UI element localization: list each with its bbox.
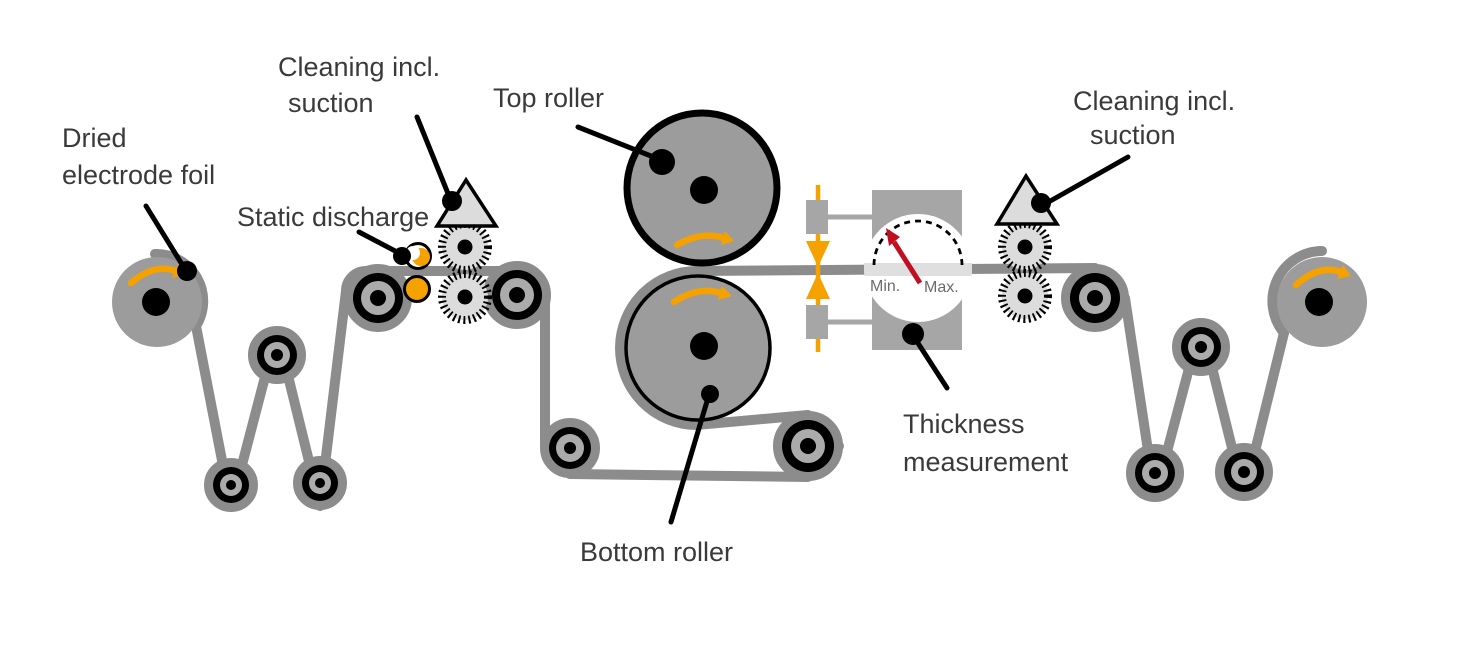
web-path: [150, 246, 1327, 512]
static-discharge-icon: [403, 275, 431, 303]
guide-roller: [353, 273, 403, 323]
unwind-roll: [112, 257, 202, 347]
leader-line: [414, 114, 452, 199]
label-cleaning-left-line2: suction: [288, 88, 374, 118]
top-roller-anchor-dot: [649, 149, 675, 175]
anchor-dot: [177, 261, 197, 281]
top-roller-hub: [690, 176, 718, 204]
label-top-roller: Top roller: [493, 83, 604, 113]
gauge-min-label: Min.: [870, 278, 900, 295]
labels: Dried electrode foil Cleaning incl. suct…: [62, 52, 1235, 567]
guide-roller: [492, 270, 542, 320]
gauge-web-band: [864, 263, 972, 276]
rewind-roll-hub: [1305, 288, 1333, 316]
brush-roller-icon: [438, 270, 492, 324]
guide-roller: [782, 420, 834, 472]
sensor-block-bottom: [806, 305, 828, 339]
bottom-roller-hub: [690, 332, 718, 360]
bottom-roller: [624, 274, 772, 422]
sensor-block-top: [806, 200, 828, 234]
anchor-dot: [442, 191, 462, 211]
label-cleaning-left-line1: Cleaning incl.: [278, 52, 440, 82]
guide-roller: [257, 335, 297, 375]
web-wrap-halos: [204, 261, 1273, 512]
leader-line: [668, 395, 711, 525]
unwind-roll-hub: [142, 288, 170, 316]
leader-line: [143, 203, 186, 269]
label-thickness-line1: Thickness: [903, 409, 1025, 439]
guide-roller: [549, 427, 591, 469]
label-cleaning-right-line2: suction: [1090, 120, 1176, 150]
guide-roller: [1224, 452, 1264, 492]
label-cleaning-right-line1: Cleaning incl.: [1073, 86, 1235, 116]
rewind-roll: [1277, 257, 1367, 347]
rotation-arrow-icon: [1292, 266, 1345, 289]
thickness-gauge-dial: Min. Max.: [864, 214, 972, 345]
brush-rollers: [438, 220, 1052, 324]
rotation-arrow-icon: [670, 287, 725, 306]
leader-line: [575, 124, 659, 161]
foil-web: [150, 246, 1327, 512]
rotation-arrowhead-icon: [718, 286, 732, 300]
guide-roller: [1070, 273, 1120, 323]
top-roller: [623, 109, 781, 267]
gauge-needle-head-icon: [886, 228, 900, 246]
leader-dots: [177, 191, 1051, 281]
label-thickness-line2: measurement: [903, 447, 1069, 477]
anchor-dot: [393, 247, 411, 265]
rotation-arrowhead-icon: [1337, 265, 1351, 279]
brush-roller-icon: [438, 220, 492, 274]
rotation-arrowhead-icon: [721, 231, 734, 245]
brush-roller-icon: [998, 220, 1052, 274]
gauge-needle-icon: [891, 240, 923, 285]
rotation-arrow-icon: [673, 232, 728, 249]
label-dried-electrode-foil-line2: electrode foil: [62, 160, 215, 190]
gauge-scale-arc: [872, 219, 964, 266]
thickness-sensor: [806, 185, 830, 352]
leader-lines: [143, 114, 1131, 525]
guide-rollers: [213, 270, 1264, 503]
guide-roller: [1135, 453, 1175, 493]
bottom-roller-anchor-dot: [701, 385, 719, 403]
anchor-dot: [1031, 193, 1051, 213]
rotation-arrow-icon: [127, 265, 180, 287]
guide-roller: [213, 467, 249, 503]
leader-line: [911, 334, 950, 391]
label-dried-electrode-foil-line1: Dried: [62, 123, 127, 153]
label-static-discharge: Static discharge: [237, 202, 429, 232]
leader-line: [356, 229, 402, 256]
gauge-anchor-dot: [902, 323, 924, 345]
guide-roller: [1181, 327, 1221, 367]
leader-line: [1042, 154, 1131, 207]
sensor-arrow-up-icon: [806, 273, 830, 299]
brush-roller-icon: [998, 269, 1052, 323]
gauge-max-label: Max.: [924, 279, 959, 296]
label-bottom-roller: Bottom roller: [580, 537, 733, 567]
sensor-arrow-down-icon: [806, 241, 830, 267]
guide-roller: [302, 465, 338, 501]
